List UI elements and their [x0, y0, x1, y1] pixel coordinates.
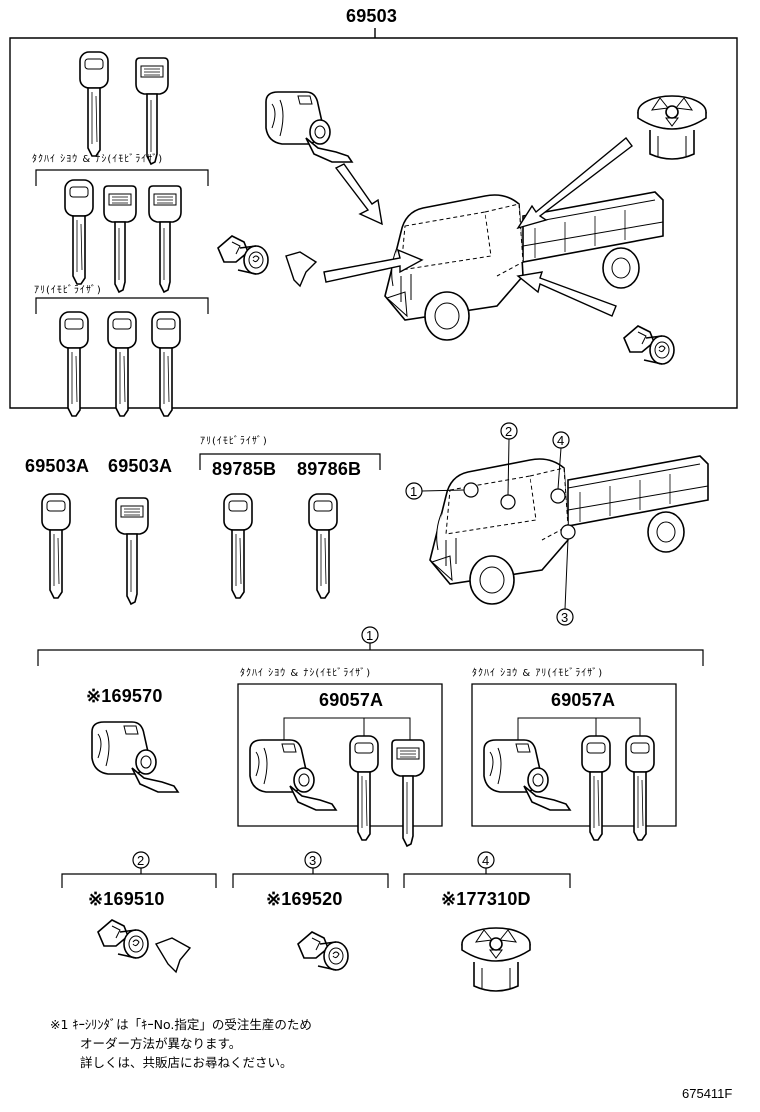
diagram-code: 675411F	[682, 1086, 733, 1101]
section-2-marker: 2	[137, 853, 145, 868]
key-group-label-immobilizer-row: ｱﾘ(ｲﾓﾋﾞﾗｲｻﾞ)	[200, 436, 268, 447]
fuel-cap-part-number[interactable]: ※177310D	[441, 889, 531, 909]
key-group-label-no-immobilizer: ﾀｸﾊｲ ｼﾖｳ & ﾅｼ(ｲﾓﾋﾞﾗｲｻﾞ)	[32, 154, 164, 165]
callout-4-label: 4	[557, 433, 565, 448]
key-part-number[interactable]: 69503A	[108, 456, 173, 476]
key-group-label-immobilizer: ｱﾘ(ｲﾓﾋﾞﾗｲｻﾞ)	[34, 285, 102, 296]
key-part-number[interactable]: 89786B	[297, 459, 362, 479]
set-b-label: ﾀｸﾊｲ ｼﾖｳ & ｱﾘ(ｲﾓﾋﾞﾗｲｻﾞ)	[472, 668, 604, 679]
callout-3-label: 3	[561, 610, 569, 625]
set-a-part-number[interactable]: 69057A	[319, 690, 384, 710]
key-part-number[interactable]: 89785B	[212, 459, 277, 479]
cylinder-part-number[interactable]: ※169570	[86, 686, 163, 706]
footnote-line-2: オーダー方法が異なります。	[80, 1036, 242, 1051]
assembly-box	[10, 38, 737, 408]
door-cylinder-part-number[interactable]: ※169510	[88, 889, 165, 909]
section-1-marker: 1	[366, 628, 374, 643]
key-part-number[interactable]: 69503A	[25, 456, 90, 476]
callout-2-label: 2	[505, 424, 513, 439]
footnote-line-3: 詳しくは、共販店にお尋ねください。	[80, 1055, 293, 1070]
lock-cylinder-part-number[interactable]: ※169520	[266, 889, 343, 909]
footnote-line-1: ※1 ｷｰｼﾘﾝﾀﾞは「ｷｰNo.指定」の受注生産のため	[50, 1017, 312, 1032]
assembly-part-number[interactable]: 69503	[346, 6, 398, 26]
section-3-marker: 3	[309, 853, 317, 868]
set-b-part-number[interactable]: 69057A	[551, 690, 616, 710]
set-a-label: ﾀｸﾊｲ ｼﾖｳ & ﾅｼ(ｲﾓﾋﾞﾗｲｻﾞ)	[240, 668, 372, 679]
callout-1-label: 1	[410, 484, 418, 499]
section-4-marker: 4	[482, 853, 490, 868]
